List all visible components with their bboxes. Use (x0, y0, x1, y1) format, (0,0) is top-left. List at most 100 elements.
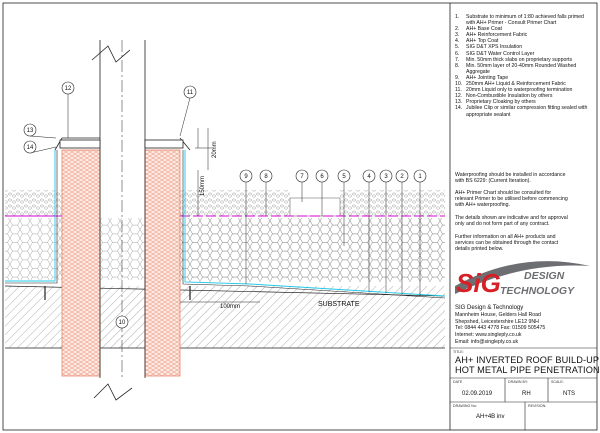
callout-number: 4 (367, 174, 371, 180)
pipe-insulation-right (144, 149, 181, 377)
fixing-screws (44, 286, 191, 300)
note-text: Substrate to minimum of 1:80 achieved fa… (466, 14, 584, 27)
callout-number: 5 (342, 174, 346, 180)
drawing-number-label: DRAWING No: (453, 404, 477, 408)
address-line-1: Mannheim House, Gelders Hall Road (455, 311, 541, 318)
note-number: 9. (455, 74, 460, 81)
drawing-title-line-2: HOT METAL PIPE PENETRATION (455, 365, 600, 375)
callout-number: 3 (384, 174, 388, 180)
callout-number: 1 (418, 174, 422, 180)
callout-2: 2 (395, 169, 409, 294)
note-item: 10.250mm AH+ Liquid & Reinforcement Fabr… (455, 81, 593, 87)
note-primer: AH+ Primer Chart should be consulted for… (455, 190, 568, 209)
title-block (450, 347, 597, 430)
drawing-number-value: AH+4B inv (476, 414, 505, 420)
callout-1: 1 (413, 169, 427, 296)
note-item: 7. Min. 50mm thick slabs on proprietary s… (455, 57, 593, 63)
note-text: Non-Combustible Insulation by others (466, 93, 553, 100)
callout-6: 6 (315, 169, 329, 216)
callout-number: 6 (320, 174, 324, 180)
note-item: 2. AH+ Base Coat (455, 26, 593, 32)
drawn-by-label: DRAWN BY: (508, 380, 529, 384)
note-number: 13. (455, 99, 463, 106)
scale-value: NTS (563, 391, 575, 397)
note-item: 3. AH+ Reinforcement Fabric (455, 32, 593, 38)
callout-5: 5 (337, 169, 351, 246)
note-number: 7. (455, 56, 460, 63)
revision-label: REVISION: (528, 404, 547, 408)
note-bs6229: Waterproofing should be installed in acc… (455, 172, 566, 185)
callout-3: 3 (379, 169, 393, 293)
note-text: Min. 50mm thick slabs on proprietary sup… (466, 56, 573, 63)
note-number: 2. (455, 26, 460, 33)
hot-metal-pipe (91, 40, 146, 401)
note-text: AH+ Top Coat (466, 38, 499, 45)
note-item: 11.20mm Liquid only to waterproofing ter… (455, 87, 593, 93)
callout-number: 10 (119, 320, 126, 326)
note-item: 1.Substrate to minimum of 1:80 achieved … (455, 14, 593, 26)
note-number: 12. (455, 93, 463, 100)
callout-12: 12 (61, 81, 75, 138)
contact-details: SIG Design & Technology Mannheim House, … (455, 305, 595, 346)
note-further-info: Further information on all AH+ products … (455, 234, 559, 253)
note-item: 4. AH+ Top Coat (455, 38, 593, 44)
date-label: DATE (453, 380, 463, 384)
logo-mark: SiG (456, 268, 501, 298)
note-number: 14. (455, 105, 463, 112)
dim-20mm: 20mm (212, 141, 218, 158)
callout-10: 10 (115, 315, 129, 329)
note-item: 6.SIG D&T Water Control Layer (455, 51, 593, 57)
logo-line1: DESIGN (524, 270, 565, 282)
dim-150mm: 150mm (200, 176, 206, 196)
callout-number: 14 (27, 145, 34, 151)
note-number: 6. (455, 50, 460, 57)
dimension-lines (180, 128, 260, 303)
note-text: Min. 50mm layer of 20-40mm Rounded Washe… (466, 62, 577, 75)
email: Email: info@singleply.co.uk (455, 338, 519, 345)
callout-number: 9 (244, 174, 248, 180)
notes-list: 1.Substrate to minimum of 1:80 achieved … (455, 14, 593, 118)
note-item: 12.Non-Combustible Insulation by others (455, 93, 593, 99)
note-text: Proprietary Cloaking by others (466, 99, 536, 106)
xps-insulation (5, 218, 445, 282)
date-value: 02.09.2019 (462, 391, 493, 397)
note-text: AH+ Base Coat (466, 26, 502, 33)
note-number: 8. (455, 62, 460, 69)
note-number: 10. (455, 81, 463, 88)
drawn-by-value: RH (522, 391, 531, 397)
telephone: Tel: 0844 443 4778 Fax: 01509 505475 (455, 325, 546, 332)
callout-number: 11 (187, 90, 194, 96)
note-text: 250mm AH+ Liquid & Reinforcement Fabric (466, 81, 566, 88)
note-number: 4. (455, 38, 460, 45)
note-item: 9. AH+ Jointing Tape (455, 75, 593, 81)
title-label: TITLE: (453, 350, 464, 354)
callout-14: 14 (23, 140, 57, 154)
scale-label: SCALE: (551, 380, 564, 384)
drawing-title-line-1: AH+ INVERTED ROOF BUILD-UP (455, 355, 600, 365)
callout-11: 11 (179, 85, 197, 137)
callout-number: 7 (300, 174, 304, 180)
website: Internet: www.singleply.co.uk (455, 332, 522, 339)
callout-number: 8 (264, 174, 268, 180)
note-number: 11. (455, 87, 462, 94)
callout-9: 9 (239, 169, 253, 284)
callout-number: 2 (400, 174, 404, 180)
waterproofing-membrane (5, 150, 446, 299)
note-indicative: The details shown are indicative and for… (455, 215, 568, 228)
logo-line2: TECHNOLOGY (500, 285, 575, 297)
note-text: AH+ Reinforcement Fabric (466, 32, 528, 39)
note-item: 5.SIG D&T XPS Insulation (455, 44, 593, 50)
note-number: 3. (455, 32, 460, 39)
note-text: Jubilee Clip or similar compression fitt… (466, 105, 588, 118)
callout-13: 13 (23, 123, 57, 139)
cloaking (54, 137, 191, 151)
note-number: 5. (455, 44, 460, 51)
note-item: 14.Jubilee Clip or similar compression f… (455, 105, 593, 117)
callout-8: 8 (259, 169, 273, 216)
note-item: 8. Min. 50mm layer of 20-40mm Rounded Was… (455, 63, 593, 75)
note-text: AH+ Jointing Tape (466, 74, 509, 81)
callout-number: 13 (27, 128, 34, 134)
